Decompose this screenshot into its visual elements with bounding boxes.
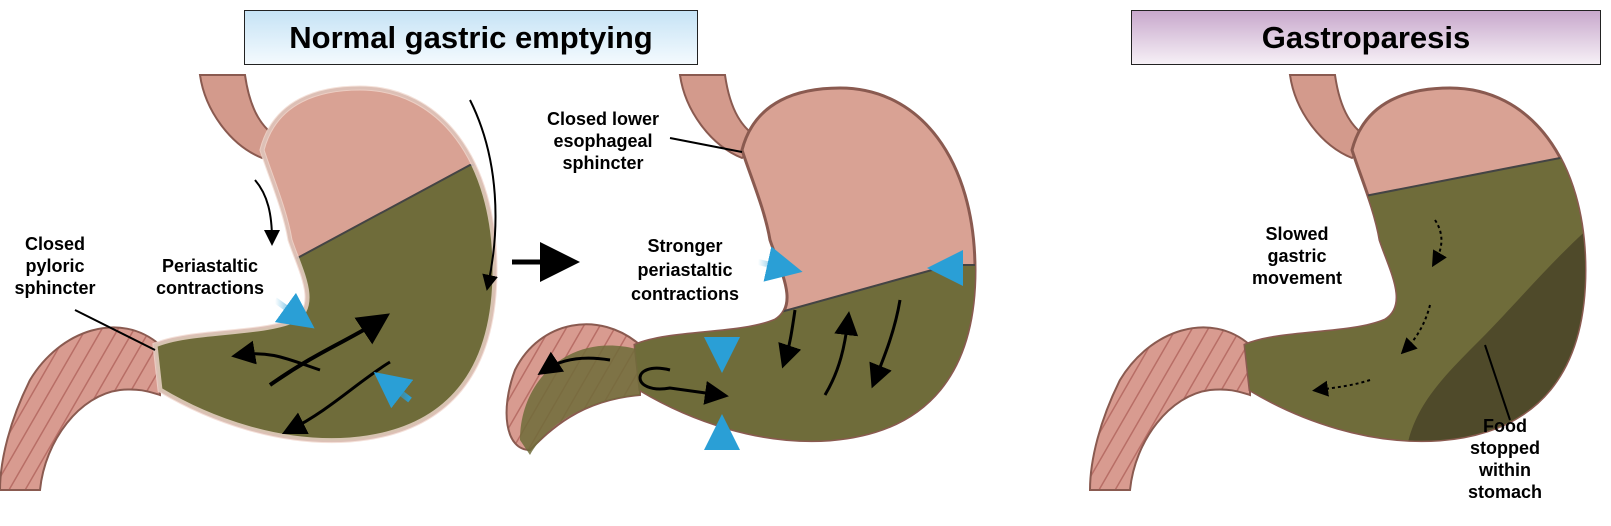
duodenum [0,326,161,491]
title-normal-gastric-emptying: Normal gastric emptying [244,10,698,65]
duodenum [1088,326,1251,491]
stomach-gastroparesis [1088,74,1587,491]
stomach-normal [0,74,498,491]
stomach-stronger [505,74,977,460]
title-gastroparesis: Gastroparesis [1131,10,1601,65]
